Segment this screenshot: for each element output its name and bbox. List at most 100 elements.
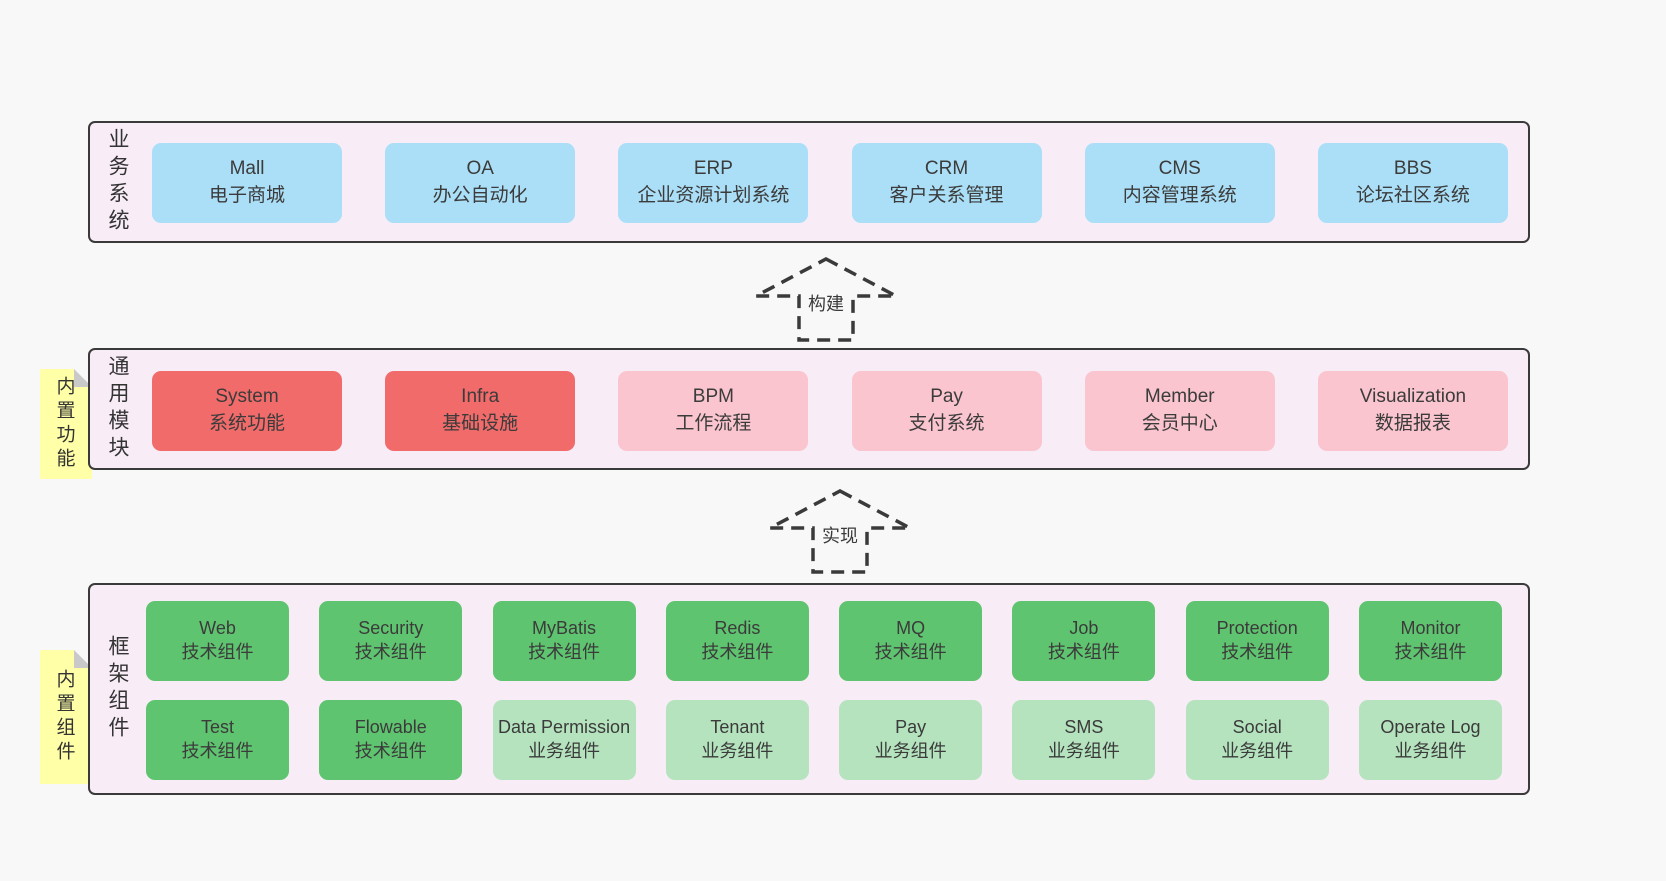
box-title: Monitor xyxy=(1400,618,1461,639)
box-mq: MQ 技术组件 xyxy=(839,601,983,681)
arrow-implement-label: 实现 xyxy=(818,521,862,549)
layer-common-modules-label: 通用模块 xyxy=(106,355,129,463)
box-title: Web xyxy=(199,618,236,639)
box-title: Member xyxy=(1144,386,1215,408)
box-flowable: Flowable 技术组件 xyxy=(319,700,463,780)
business-systems-row: Mall 电子商城 OA 办公自动化 ERP 企业资源计划系统 CRM 客户关系管理 CMS 内容… xyxy=(152,143,1508,223)
box-subtitle: 业务组件 xyxy=(1221,741,1294,761)
box-pay: Pay 业务组件 xyxy=(839,700,983,780)
box-subtitle: 支付系统 xyxy=(908,413,985,434)
box-subtitle: 技术组件 xyxy=(354,642,427,662)
box-subtitle: 业务组件 xyxy=(528,741,601,761)
box-title: Tenant xyxy=(710,717,765,738)
layer-business-systems-label: 业务系统 xyxy=(106,128,129,236)
arrow-up-icon xyxy=(769,489,911,574)
box-subtitle: 技术组件 xyxy=(354,741,427,761)
box-mall: Mall 电子商城 xyxy=(152,143,342,223)
arrow-build-label: 构建 xyxy=(804,289,848,317)
box-subtitle: 业务组件 xyxy=(1047,741,1120,761)
box-subtitle: 技术组件 xyxy=(181,741,254,761)
box-title: Mall xyxy=(229,158,265,180)
box-subtitle: 论坛社区系统 xyxy=(1355,185,1470,206)
arrow-implement: 实现 xyxy=(766,487,914,575)
box-subtitle: 业务组件 xyxy=(701,741,774,761)
box-member: Member 会员中心 xyxy=(1084,371,1275,451)
box-subtitle: 技术组件 xyxy=(1047,642,1120,662)
box-title: MyBatis xyxy=(532,618,597,639)
box-redis: Redis 技术组件 xyxy=(665,601,809,681)
box-subtitle: 办公自动化 xyxy=(432,185,528,206)
box-pay: Pay 支付系统 xyxy=(851,371,1042,451)
box-subtitle: 基础设施 xyxy=(442,413,519,434)
box-subtitle: 客户关系管理 xyxy=(889,185,1004,206)
box-bpm: BPM 工作流程 xyxy=(618,371,809,451)
box-job: Job 技术组件 xyxy=(1012,601,1156,681)
box-data-permission: Data Permission 业务组件 xyxy=(492,700,636,780)
box-title: MQ xyxy=(896,618,926,639)
box-title: Data Permission xyxy=(498,717,631,738)
box-subtitle: 数据报表 xyxy=(1374,413,1451,434)
box-title: BBS xyxy=(1393,158,1432,180)
box-subtitle: 系统功能 xyxy=(208,413,285,434)
box-visualization: Visualization 数据报表 xyxy=(1317,371,1508,451)
box-title: Visualization xyxy=(1359,386,1467,408)
layer-framework-components-label: 框架组件 xyxy=(106,635,129,743)
box-subtitle: 企业资源计划系统 xyxy=(637,185,790,206)
box-subtitle: 业务组件 xyxy=(874,741,947,761)
box-title: Protection xyxy=(1216,618,1298,639)
box-test: Test 技术组件 xyxy=(146,700,289,780)
box-title: Infra xyxy=(461,386,500,408)
box-mybatis: MyBatis 技术组件 xyxy=(492,601,636,681)
box-title: OA xyxy=(466,158,494,180)
box-subtitle: 内容管理系统 xyxy=(1122,185,1237,206)
box-title: CRM xyxy=(924,158,969,180)
box-protection: Protection 技术组件 xyxy=(1185,601,1329,681)
box-tenant: Tenant 业务组件 xyxy=(665,700,809,780)
box-social: Social 业务组件 xyxy=(1185,700,1329,780)
box-subtitle: 业务组件 xyxy=(1394,741,1467,761)
sticky-note-builtin-functions: 内置功能 xyxy=(40,369,92,479)
box-title: CMS xyxy=(1158,158,1201,180)
box-title: Pay xyxy=(895,717,927,738)
box-crm: CRM 客户关系管理 xyxy=(851,143,1042,223)
box-subtitle: 技术组件 xyxy=(1394,642,1467,662)
box-subtitle: 会员中心 xyxy=(1141,413,1218,434)
box-subtitle: 技术组件 xyxy=(701,642,774,662)
box-sms: SMS 业务组件 xyxy=(1012,700,1156,780)
arrow-up-icon xyxy=(755,257,897,342)
sticky-note-label: 内置功能 xyxy=(53,376,75,472)
box-title: Flowable xyxy=(354,717,427,738)
box-title: ERP xyxy=(693,158,733,180)
box-oa: OA 办公自动化 xyxy=(385,143,576,223)
box-title: Redis xyxy=(714,618,761,639)
box-bbs: BBS 论坛社区系统 xyxy=(1317,143,1508,223)
box-subtitle: 技术组件 xyxy=(181,642,254,662)
box-web: Web 技术组件 xyxy=(146,601,289,681)
box-title: Security xyxy=(358,618,424,639)
box-title: SMS xyxy=(1064,717,1104,738)
sticky-note-label: 内置组件 xyxy=(53,669,75,765)
box-subtitle: 电子商城 xyxy=(208,185,285,206)
layer-business-systems: 业务系统 Mall 电子商城 OA 办公自动化 ERP 企业资源计划系统 CRM 客户关系管理… xyxy=(88,121,1530,243)
box-title: Job xyxy=(1069,618,1099,639)
box-security: Security 技术组件 xyxy=(319,601,463,681)
box-subtitle: 技术组件 xyxy=(528,642,601,662)
box-erp: ERP 企业资源计划系统 xyxy=(618,143,809,223)
box-infra: Infra 基础设施 xyxy=(385,371,576,451)
box-title: Social xyxy=(1232,717,1282,738)
box-subtitle: 技术组件 xyxy=(1221,642,1294,662)
box-cms: CMS 内容管理系统 xyxy=(1084,143,1275,223)
box-subtitle: 工作流程 xyxy=(675,413,752,434)
box-title: BPM xyxy=(692,386,734,408)
box-title: Test xyxy=(200,717,234,738)
box-monitor: Monitor 技术组件 xyxy=(1358,601,1502,681)
box-subtitle: 技术组件 xyxy=(874,642,947,662)
box-title: Pay xyxy=(930,386,963,408)
